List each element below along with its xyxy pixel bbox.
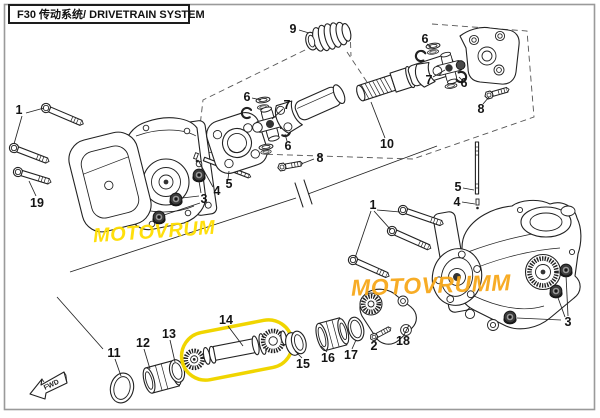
part-callout-19: 19 [30,195,44,210]
bottom-assembly [109,288,417,404]
right-small-parts [474,141,573,325]
page-border [3,3,596,411]
part-callout-7: 7 [283,97,291,112]
rubber-boot [305,21,352,52]
right-bolts [347,204,444,279]
flange-18 [359,288,417,345]
part-callout-1: 1 [369,197,377,212]
part-callout-1: 1 [15,102,23,117]
watermark-right: MOTOVRUMM [350,269,512,301]
right-u-joint [413,26,520,90]
part-callout-3: 3 [564,314,572,329]
coupler-16 [315,317,350,352]
part-callout-4: 4 [213,183,221,198]
part-callout-14: 14 [219,312,233,327]
part-callout-13: 13 [162,326,176,341]
part-callout-4: 4 [453,194,461,209]
part-callout-17: 17 [344,347,358,362]
part-callout-12: 12 [136,335,150,350]
propshaft-14 [183,328,288,371]
break-mark [294,182,304,208]
left-bolts [8,102,84,185]
title-box: F30 传动系统/ DRIVETRAIN SYSTEM [8,4,205,24]
pin [192,152,200,163]
left-yoke [274,84,346,134]
part-callout-10: 10 [380,136,394,151]
leader-lines [13,29,569,377]
left-flange-plate [206,112,268,174]
right-gearbox [431,199,582,331]
axis-line [56,145,438,350]
bolt-8-right [483,85,511,101]
break-mark [303,179,313,205]
part-callout-8: 8 [316,150,324,165]
part-callout-15: 15 [296,356,310,371]
part-callout-5: 5 [225,176,233,191]
part-callout-16: 16 [321,350,335,365]
o-ring-17 [347,316,365,342]
part-callout-9: 9 [289,21,297,36]
ring-15 [285,330,307,356]
part-callout-6: 6 [421,31,429,46]
page-title: F30 传动系统/ DRIVETRAIN SYSTEM [17,9,205,21]
part-callout-6: 6 [284,138,292,153]
part-callout-3: 3 [200,191,208,206]
gearbox-cover [68,131,152,233]
part-callout-2: 2 [370,338,378,353]
seal-ring-11 [109,372,135,404]
left-gearbox [68,117,218,233]
part-callout-7: 7 [425,72,433,87]
bolt-8-left [276,159,304,172]
part-callout-5: 5 [454,179,462,194]
output-flange [431,248,483,306]
fwd-arrow: FWD [29,371,68,400]
part-callout-11: 11 [107,345,121,360]
part-callout-18: 18 [396,333,410,348]
part-callout-6: 6 [243,89,251,104]
part-callout-6: 6 [460,75,468,90]
part-callout-8: 8 [477,101,485,116]
